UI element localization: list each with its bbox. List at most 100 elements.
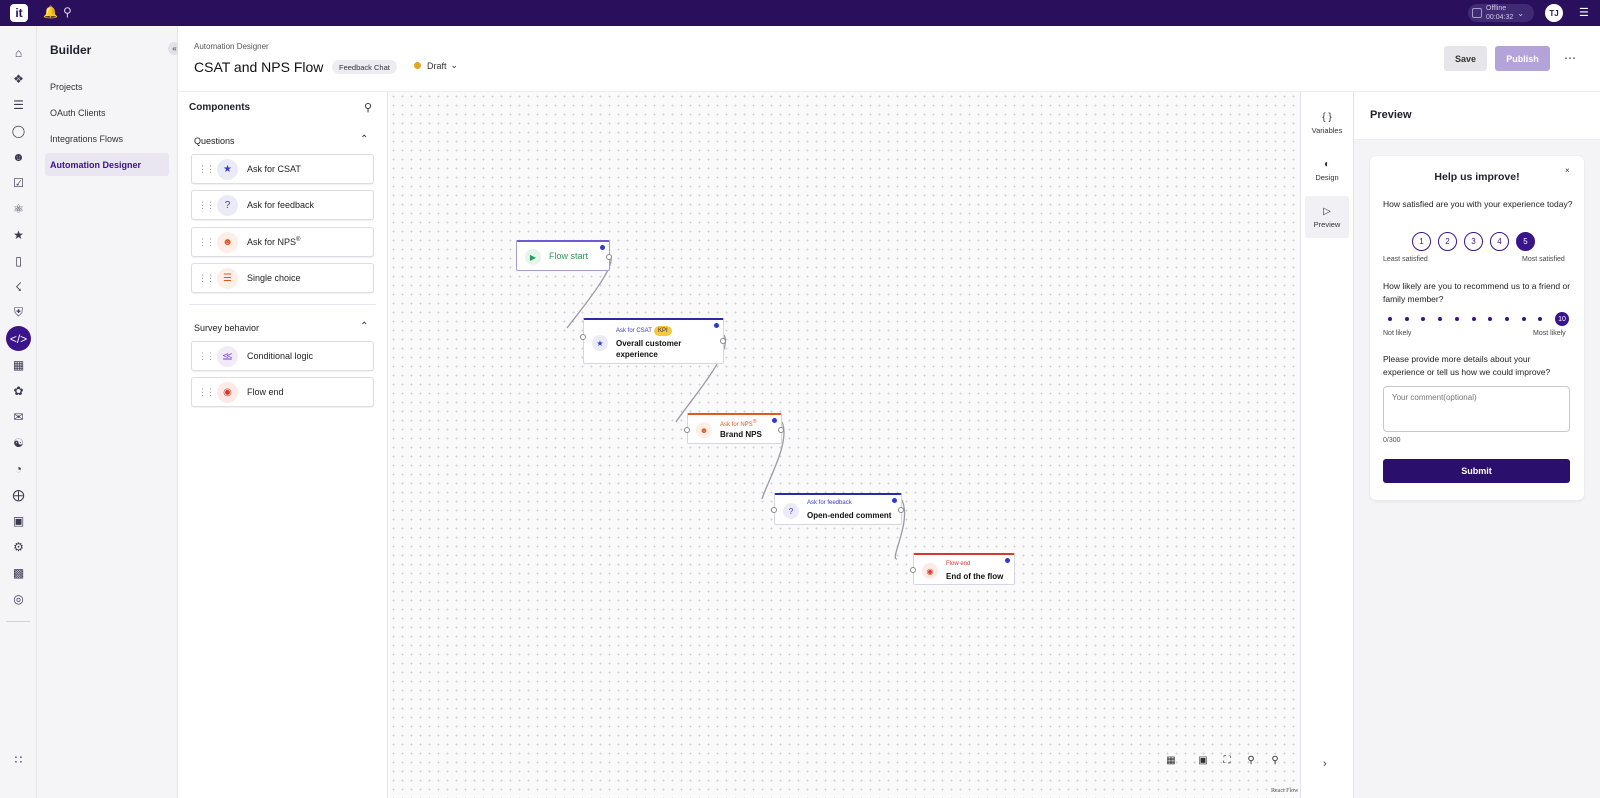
more-options-icon[interactable]: ⋯ (1564, 51, 1576, 65)
target-handle[interactable] (684, 427, 690, 433)
component-ask-nps[interactable]: ⋮⋮ ☻ Ask for NPS® (191, 227, 374, 257)
support-icon[interactable]: ◎ (13, 591, 24, 606)
component-single-choice[interactable]: ⋮⋮ ☰ Single choice (191, 263, 374, 293)
nps-option[interactable] (1438, 317, 1443, 321)
component-ask-csat[interactable]: ⋮⋮ ★ Ask for CSAT (191, 154, 374, 184)
tab-design[interactable]: ◐ Design (1305, 149, 1349, 191)
shield-icon[interactable]: ⛨ (13, 305, 23, 319)
nps-option[interactable] (1388, 317, 1392, 321)
nps-option[interactable] (1504, 317, 1509, 321)
nps-option[interactable] (1488, 317, 1493, 321)
source-handle[interactable] (778, 427, 784, 433)
user-avatar[interactable]: TJ (1545, 4, 1563, 22)
compass-icon[interactable]: ⨁ (12, 487, 25, 502)
menu-icon[interactable]: ☰ (1579, 7, 1589, 19)
voicemail-icon[interactable]: ◯ (11, 123, 26, 138)
satellite-icon[interactable]: ❖ (13, 71, 24, 86)
drag-handle-icon[interactable]: ⋮⋮ (198, 236, 215, 247)
component-ask-feedback[interactable]: ⋮⋮ ? Ask for feedback (191, 190, 374, 220)
target-handle[interactable] (580, 334, 586, 340)
nps-option[interactable] (1521, 317, 1526, 321)
list-icon[interactable]: ☰ (13, 97, 24, 112)
save-button[interactable]: Save (1444, 46, 1487, 71)
app-logo[interactable]: it (10, 4, 28, 22)
gear-icon[interactable]: ⚙ (13, 539, 24, 554)
char-count: 0/300 (1383, 437, 1401, 444)
sidebar-item-automation-designer[interactable]: Automation Designer (45, 153, 169, 176)
nps-option[interactable] (1538, 317, 1543, 321)
collapse-sidebar-icon[interactable]: « (168, 42, 181, 55)
drag-handle-icon[interactable]: ⋮⋮ (198, 163, 215, 174)
drag-handle-icon[interactable]: ⋮⋮ (198, 386, 215, 397)
code-icon[interactable]: </> (6, 326, 31, 351)
braces-icon: { } (1322, 111, 1332, 123)
chevron-up-icon[interactable]: ⌃ (360, 134, 369, 145)
target-handle[interactable] (771, 507, 777, 513)
node-ask-feedback[interactable]: ? Ask for feedback Open-ended comment (771, 493, 904, 525)
component-label: Flow end (247, 387, 284, 397)
react-flow-attribution[interactable]: React Flow (1271, 788, 1299, 794)
breadcrumb[interactable]: Automation Designer (194, 42, 269, 51)
bell-icon[interactable]: 🔔 (43, 5, 58, 19)
speedometer-icon[interactable]: ◔ (14, 461, 23, 476)
sidebar-item-integrations-flows[interactable]: Integrations Flows (50, 133, 124, 144)
node-flow-end[interactable]: ◉ Flow end End of the flow (910, 553, 1015, 585)
drag-handle-icon[interactable]: ⋮⋮ (198, 272, 215, 283)
nps-option[interactable] (1404, 317, 1409, 321)
flow-canvas[interactable]: ▶ Flow start ★ Ask for CSAT KPI Overall … (389, 92, 1300, 798)
home-icon[interactable]: ⌂ (14, 45, 23, 60)
org-icon[interactable]: ⚛ (13, 201, 24, 216)
node-ask-csat[interactable]: ★ Ask for CSAT KPI Overall customer expe… (580, 318, 726, 364)
search-icon[interactable]: ⚲ (364, 102, 373, 114)
csat-option[interactable]: 3 (1464, 232, 1483, 251)
component-conditional-logic[interactable]: ⋮⋮ ⪣ Conditional logic (191, 341, 374, 371)
calendar-icon[interactable]: ▦ (1166, 754, 1176, 766)
trophy-icon[interactable]: ★ (13, 227, 24, 242)
csat-option[interactable]: 2 (1438, 232, 1457, 251)
close-icon[interactable]: × (1565, 166, 1570, 175)
csat-option[interactable]: 4 (1490, 232, 1509, 251)
zoom-in-icon[interactable]: ⚲ (1271, 754, 1279, 766)
chevron-up-icon[interactable]: ⌃ (360, 321, 369, 332)
source-handle[interactable] (898, 507, 904, 513)
csat-option[interactable]: 1 (1412, 232, 1431, 251)
source-handle[interactable] (606, 254, 612, 260)
submit-button[interactable]: Submit (1383, 459, 1570, 483)
search-icon[interactable]: ⚲ (63, 5, 72, 19)
tab-preview[interactable]: ▷ Preview (1305, 196, 1349, 238)
target-handle[interactable] (910, 567, 916, 573)
clipboard-icon[interactable]: ☑ (13, 175, 24, 190)
sidebar-item-projects[interactable]: Projects (50, 81, 83, 92)
nps-option[interactable] (1471, 317, 1476, 321)
component-flow-end[interactable]: ⋮⋮ ◉ Flow end (191, 377, 374, 407)
drag-handle-icon[interactable]: ⋮⋮ (198, 199, 215, 210)
tab-variables[interactable]: { } Variables (1305, 102, 1349, 144)
nps-option-selected[interactable]: 10 (1555, 312, 1569, 326)
chat-icon[interactable]: ✉ (13, 409, 24, 424)
sidebar-item-oauth-clients[interactable]: OAuth Clients (50, 107, 106, 118)
apps-grid-icon[interactable]: ∷ (14, 752, 23, 767)
agent-icon[interactable]: ☯ (13, 435, 24, 450)
contact-icon[interactable]: ▯ (15, 253, 22, 268)
agent-status-dropdown[interactable]: Offline 00:04:32 ⌄ (1468, 4, 1534, 22)
node-ask-nps[interactable]: ☻ Ask for NPS® Brand NPS (684, 413, 784, 444)
zoom-out-icon[interactable]: ⚲ (1247, 754, 1255, 766)
source-handle[interactable] (720, 338, 726, 344)
flow-icon[interactable]: ☇ (15, 279, 22, 294)
comment-input[interactable] (1383, 386, 1570, 432)
node-flow-start[interactable]: ▶ Flow start (516, 240, 612, 271)
brain-icon[interactable]: ✿ (13, 383, 24, 398)
status-dropdown[interactable]: Draft ⌄ (414, 60, 458, 71)
layout-icon[interactable]: ▩ (12, 565, 25, 580)
dashboard-icon[interactable]: ▦ (12, 357, 25, 372)
csat-option[interactable]: 5 (1516, 232, 1535, 251)
nps-option[interactable] (1454, 317, 1459, 321)
publish-button[interactable]: Publish (1495, 46, 1550, 71)
briefcase-icon[interactable]: ▣ (12, 513, 25, 528)
minimap-icon[interactable]: ▣ (1198, 754, 1208, 766)
chevron-right-icon[interactable]: › (1323, 758, 1327, 770)
drag-handle-icon[interactable]: ⋮⋮ (198, 350, 215, 361)
people-icon[interactable]: ☻ (12, 149, 25, 164)
nps-option[interactable] (1421, 317, 1426, 321)
fullscreen-icon[interactable]: ⛶ (1223, 754, 1231, 766)
